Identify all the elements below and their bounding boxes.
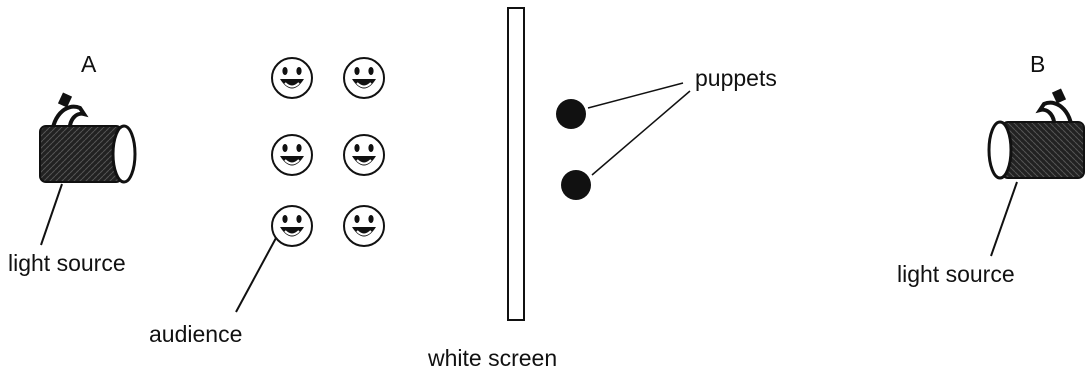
puppet [556, 99, 586, 129]
smiley-face-icon [343, 134, 385, 176]
white-screen-label: white screen [427, 345, 557, 371]
spotlight-icon [987, 86, 1086, 180]
smiley-face-icon [343, 205, 385, 247]
smiley-face-icon [271, 134, 313, 176]
audience-group [271, 57, 385, 247]
light-source-left-pointer [40, 183, 63, 246]
audience-pointer [235, 237, 277, 313]
spotlight-icon [38, 90, 137, 184]
puppets-label: puppets [695, 65, 777, 91]
light-source-right-pointer [990, 181, 1018, 257]
smiley-face-icon [271, 57, 313, 99]
position-a-label: A [81, 51, 97, 77]
light-source-right-label: light source [897, 261, 1015, 287]
light-source-left-label: light source [8, 250, 126, 276]
puppet [561, 170, 591, 200]
puppet-pointer [591, 90, 691, 176]
audience-label: audience [149, 321, 242, 347]
smiley-face-icon [271, 205, 313, 247]
puppet-pointer [587, 82, 684, 109]
position-b-label: B [1030, 51, 1045, 77]
smiley-face-icon [343, 57, 385, 99]
white-screen [507, 7, 525, 321]
